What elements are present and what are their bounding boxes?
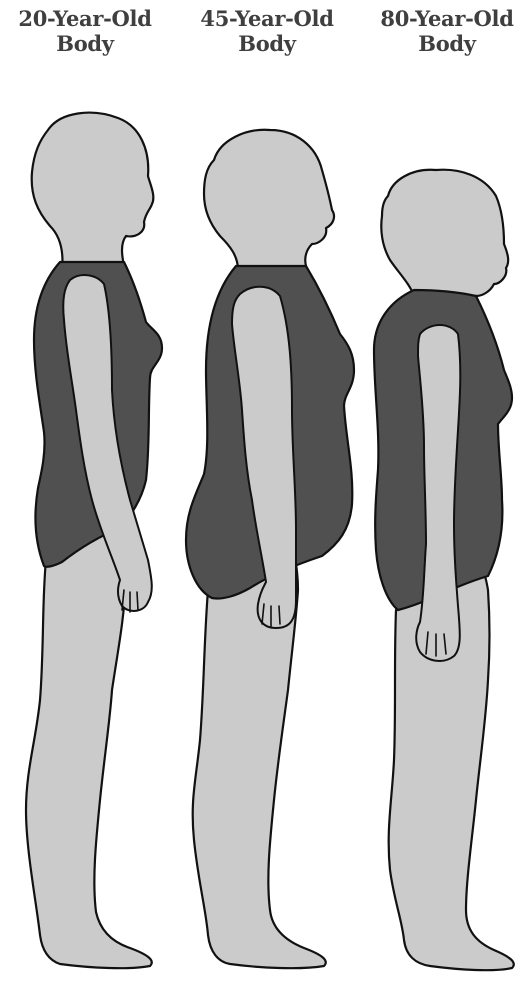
figure-80-head [381, 170, 508, 296]
figure-80-year-old [374, 170, 514, 970]
figure-45-head [204, 130, 334, 270]
figure-20-head [32, 113, 154, 270]
figure-20-year-old [26, 113, 162, 969]
figure-45-year-old [186, 130, 354, 968]
